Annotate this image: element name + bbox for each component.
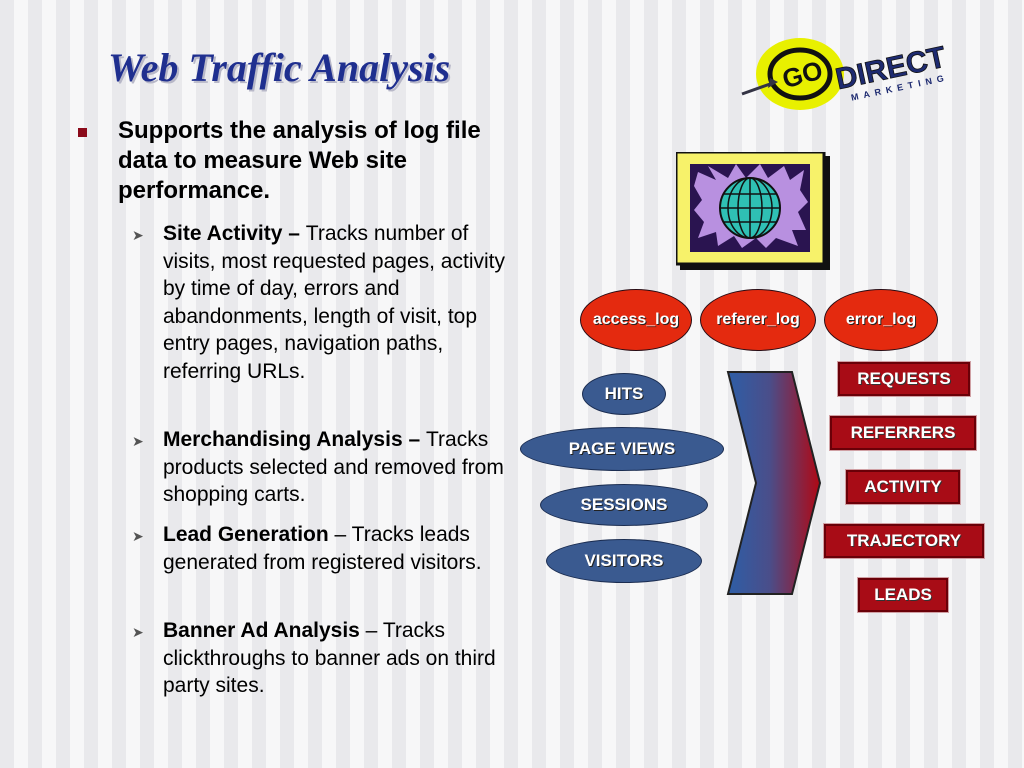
report-box-leads: LEADS: [857, 577, 949, 613]
sub-bullet-text: – Tracks clickthroughs to banner ads on …: [163, 619, 496, 697]
report-box-trajectory: TRAJECTORY: [823, 523, 985, 559]
sub-bullet-banner-ad: ➤ Banner Ad Analysis – Tracks clickthrou…: [132, 617, 512, 700]
metric-oval-page-views: PAGE VIEWS: [520, 427, 724, 471]
log-oval-error: error_log: [824, 289, 938, 351]
slide-title: Web Traffic Analysis: [108, 45, 451, 90]
globe-icon: [676, 152, 830, 270]
sub-bullet-heading: Site Activity –: [163, 222, 306, 245]
log-oval-referer: referer_log: [700, 289, 816, 351]
sub-bullet-text: Tracks products selected and removed fro…: [163, 428, 504, 506]
log-oval-access: access_log: [580, 289, 692, 351]
report-box-referrers: REFERRERS: [829, 415, 977, 451]
main-bullet-text: Supports the analysis of log file data t…: [118, 117, 481, 204]
chevron-arrow-icon: [726, 371, 822, 595]
sub-bullet-heading: Banner Ad Analysis: [163, 619, 360, 642]
sub-bullet-text: Tracks number of visits, most requested …: [163, 222, 505, 383]
arrow-bullet-icon: ➤: [132, 227, 144, 243]
sub-bullet-merchandising: ➤ Merchandising Analysis – Tracks produc…: [132, 426, 512, 509]
sub-bullet-heading: Lead Generation: [163, 523, 329, 546]
square-bullet-icon: [78, 128, 87, 137]
arrow-bullet-icon: ➤: [132, 433, 144, 449]
main-bullet: Supports the analysis of log file data t…: [78, 116, 518, 206]
sub-bullet-site-activity: ➤ Site Activity – Tracks number of visit…: [132, 220, 512, 385]
sub-bullet-heading: Merchandising Analysis –: [163, 428, 426, 451]
metric-oval-sessions: SESSIONS: [540, 484, 708, 526]
report-box-requests: REQUESTS: [837, 361, 971, 397]
arrow-bullet-icon: ➤: [132, 528, 144, 544]
direct-marketing-logo: GO DIRECT MARKETING: [741, 38, 949, 110]
arrow-bullet-icon: ➤: [132, 624, 144, 640]
sub-bullet-lead-generation: ➤ Lead Generation – Tracks leads generat…: [132, 521, 512, 576]
sub-bullet-text: – Tracks leads generated from registered…: [163, 523, 482, 574]
metric-oval-visitors: VISITORS: [546, 539, 702, 583]
metric-oval-hits: HITS: [582, 373, 666, 415]
report-box-activity: ACTIVITY: [845, 469, 961, 505]
